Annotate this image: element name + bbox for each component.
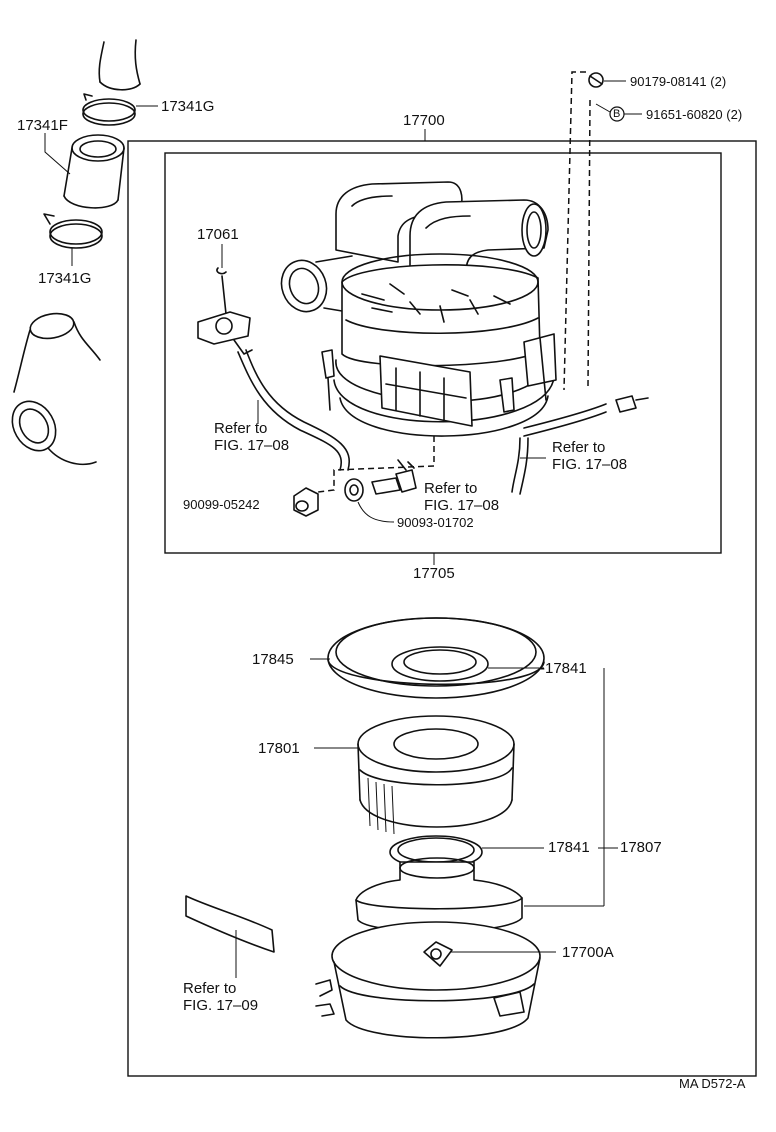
callout-17841-upper: -17841 [540, 660, 587, 677]
right-hose [511, 437, 521, 493]
dash-17841-upper: - [540, 660, 545, 677]
refer-left-line1: Refer to [214, 420, 268, 437]
nut-90099 [293, 487, 319, 517]
callout-bolt-90179: 90179-08141 (2) [630, 74, 726, 89]
refer-fig-17-09: Refer to FIG. 17–09 [183, 980, 258, 1014]
bolt-90179 [588, 72, 604, 88]
callout-17705: 17705 [413, 565, 455, 582]
vsv-17061 [197, 244, 253, 355]
air-cleaner-bowl [315, 921, 541, 1039]
callout-17700a: 17700A [562, 944, 614, 961]
lid-gasket-17845 [327, 617, 545, 699]
air-cleaner-cap [280, 181, 557, 437]
vsv-hose [237, 351, 342, 471]
hose-17341f [63, 134, 125, 209]
bolt-part-number: 90179-08141 [630, 74, 707, 89]
callout-90093: 90093-01702 [397, 515, 474, 530]
refer-right-line2: FIG. 17–08 [552, 456, 628, 473]
refer-center-line1: Refer to [424, 480, 478, 497]
bolt-quantity: (2) [710, 74, 727, 89]
intake-duct-left [11, 312, 101, 466]
refer-left-line2: FIG. 17–08 [214, 437, 290, 454]
filter-element-17801 [357, 715, 515, 835]
callout-17841-lower: 17841 [548, 839, 590, 856]
callout-17061: 17061 [197, 226, 239, 243]
callout-bolt-91651: 91651-60820 (2) [646, 107, 742, 122]
shroud-panel [185, 895, 275, 953]
case-17807 [355, 857, 523, 933]
refer-center-line2: FIG. 17–08 [424, 497, 500, 514]
callout-17341g-upper: 17341G [161, 98, 215, 115]
drawing-id: MA D572-A [679, 1076, 746, 1091]
refer-fig-17-08-center: Refer to FIG. 17–08 [424, 480, 499, 514]
sub-assembly-frame [164, 152, 722, 554]
refer-17-09-line1: Refer to [183, 980, 237, 997]
gasket-right-part-number: 17841 [545, 660, 587, 677]
check-valve-fitting [371, 459, 417, 495]
callout-90099: 90099-05242 [183, 497, 260, 512]
bolt-b-quantity: (2) [726, 107, 743, 122]
refer-17-09-line2: FIG. 17–09 [183, 997, 259, 1014]
intake-pipe-top [98, 39, 141, 91]
callout-17341f: 17341F [17, 117, 68, 134]
bolt-b-part-number: 91651-60820 [646, 107, 723, 122]
bolt-dashed-guide [563, 71, 586, 391]
callout-b-marker: B [613, 108, 621, 120]
hose-clamp-upper [82, 93, 136, 126]
refer-fig-17-08-left: Refer to FIG. 17–08 [214, 420, 289, 454]
hose-clamp-lower [43, 213, 103, 249]
assembly-frame [127, 140, 757, 1077]
callout-17845: 17845 [252, 651, 294, 668]
callout-17801: 17801 [258, 740, 300, 757]
refer-fig-17-08-right: Refer to FIG. 17–08 [552, 439, 627, 473]
callout-17807: 17807 [620, 839, 662, 856]
refer-right-line1: Refer to [552, 439, 606, 456]
callout-17700: 17700 [403, 112, 445, 129]
callout-17341g-lower: 17341G [38, 270, 92, 287]
washer-90093 [344, 478, 364, 502]
